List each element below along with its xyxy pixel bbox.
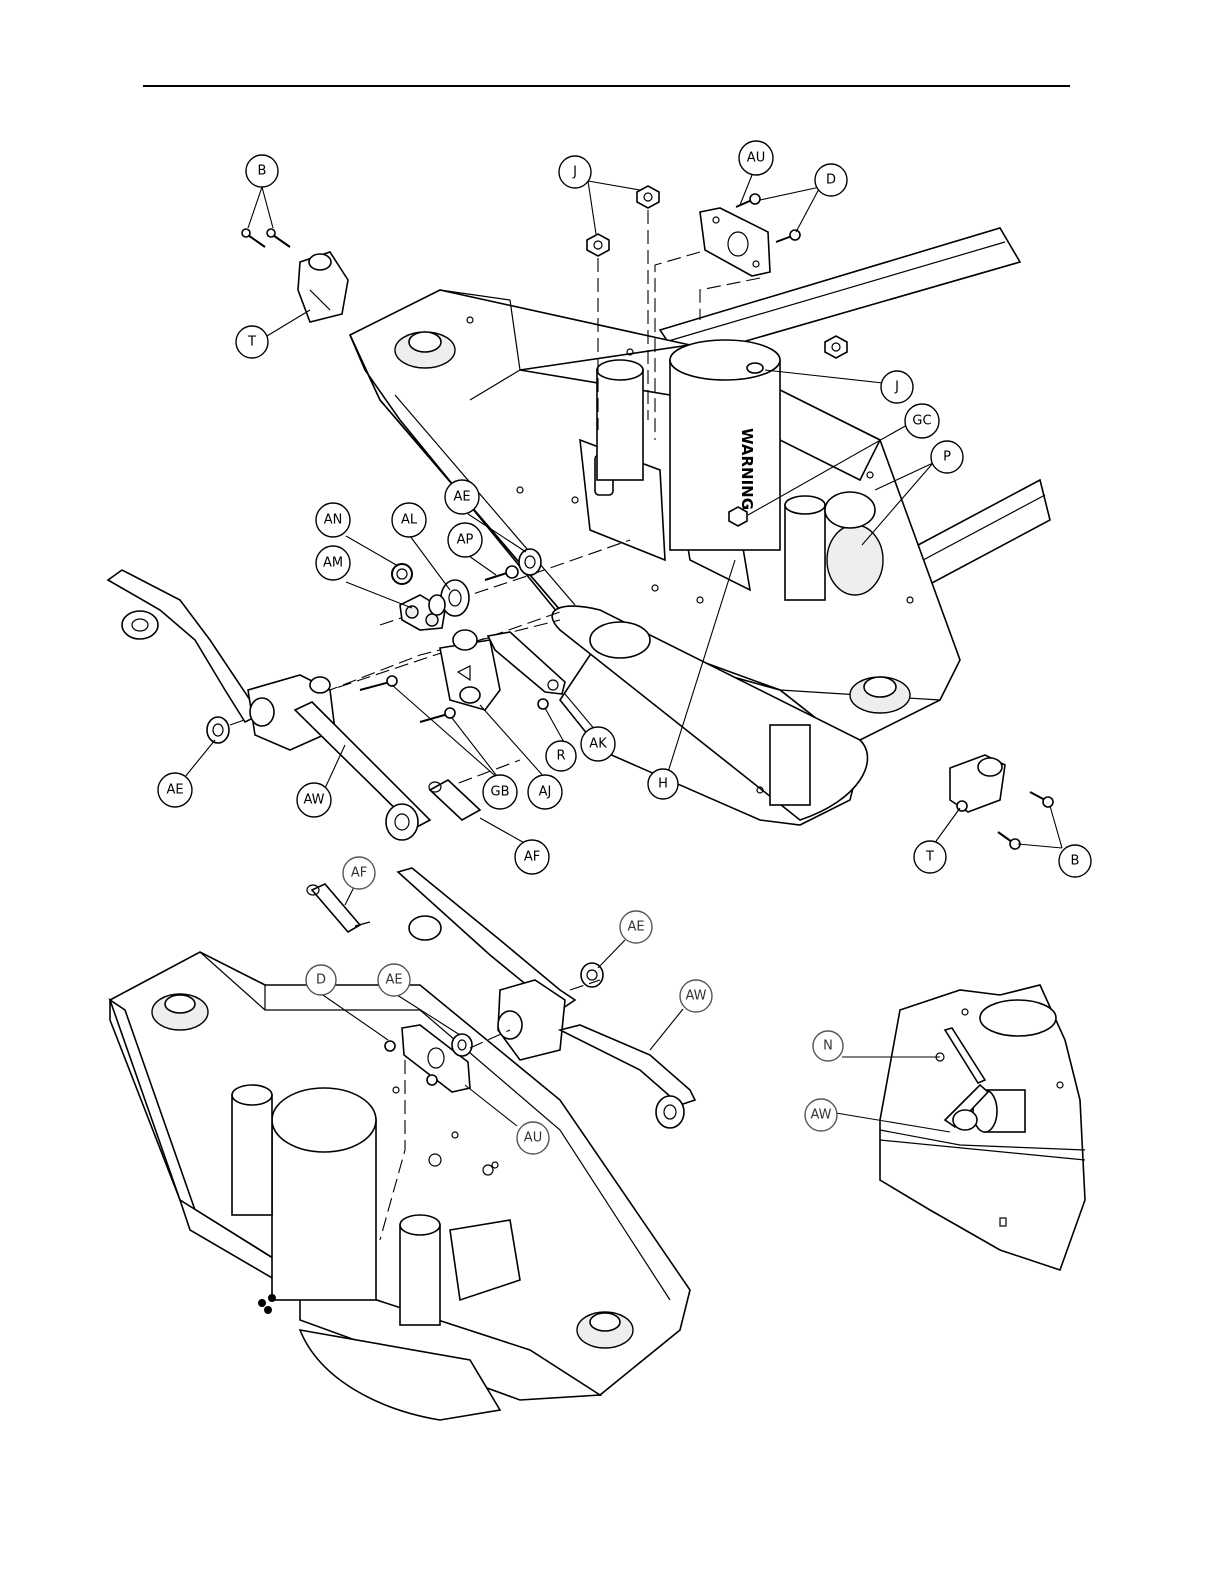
callout-gc: GC [905,404,939,438]
spring-af-top [429,780,480,820]
callout-b-bottom: B [1059,845,1091,877]
svg-text:AW: AW [303,793,324,808]
callout-aw-3: AW [805,1099,837,1131]
svg-text:AP: AP [457,533,474,548]
svg-text:AM: AM [323,556,343,571]
svg-text:J: J [572,165,577,180]
callout-ae-2: AE [158,773,192,807]
callout-au-bottom: AU [517,1122,549,1154]
svg-text:AE: AE [453,490,470,505]
callout-h: H [648,769,678,799]
svg-text:J: J [894,380,899,395]
svg-text:AJ: AJ [539,785,552,800]
svg-text:AL: AL [401,513,418,528]
callout-ak: AK [581,727,615,761]
callout-t-top: T [236,326,268,358]
warning-decal: WARNING [738,428,756,510]
callout-af-2: AF [343,857,375,889]
callout-af-1: AF [515,840,549,874]
spring-an [392,564,412,584]
detail-inset [880,985,1085,1270]
callout-ap: AP [448,523,482,557]
callout-ae-1: AE [445,480,479,514]
svg-text:GC: GC [912,414,931,429]
bracket-t-bottom [950,755,1005,812]
svg-text:AE: AE [385,973,402,988]
nut-gc [729,507,747,526]
svg-text:GB: GB [491,785,510,800]
svg-text:AE: AE [166,783,183,798]
svg-text:D: D [826,173,836,188]
callout-aw-2: AW [680,980,712,1012]
svg-text:AE: AE [627,920,644,935]
lever-aw-top [108,570,430,840]
spring-af-bottom [307,884,370,932]
svg-text:P: P [943,450,951,465]
callout-t-bottom: T [914,841,946,873]
callout-d-top: D [815,164,847,196]
svg-text:AF: AF [524,850,540,865]
svg-text:B: B [1071,854,1080,869]
bolts-b-bottom [998,792,1053,849]
callout-gb: GB [483,775,517,809]
callout-j-1: J [559,156,591,188]
svg-text:AN: AN [324,513,343,528]
svg-text:T: T [925,850,934,865]
pin-r [538,699,548,709]
svg-text:AK: AK [589,737,607,752]
bushing-ae-4 [452,1034,472,1056]
plate-au-top [700,208,770,276]
svg-text:T: T [247,335,256,350]
callout-j-2: J [881,371,913,403]
svg-text:D: D [316,973,326,988]
callout-ae-4: AE [378,964,410,996]
callout-am: AM [316,546,350,580]
callout-al: AL [392,503,426,537]
bushing-ae-2 [207,717,229,743]
bracket-t-top [298,252,348,322]
svg-text:AW: AW [810,1108,831,1123]
bushing-ae-1 [519,549,541,575]
svg-text:N: N [823,1039,833,1054]
svg-text:AU: AU [747,151,765,166]
bushing-al [429,580,469,616]
callout-b-top: B [246,155,278,187]
callout-au-top: AU [739,141,773,175]
svg-text:AU: AU [524,1131,542,1146]
callout-an: AN [316,503,350,537]
svg-text:H: H [658,777,668,792]
pin-ap [485,566,518,580]
callout-aj: AJ [528,775,562,809]
callout-aw-1: AW [297,783,331,817]
svg-text:AF: AF [351,866,367,881]
callout-d-bottom: D [306,965,336,995]
callout-n: N [813,1031,843,1061]
callout-r: R [546,741,576,771]
callout-ae-3: AE [620,911,652,943]
svg-text:R: R [556,749,565,764]
callout-p: P [931,441,963,473]
svg-text:B: B [258,164,267,179]
deck-frame-bottom [110,952,690,1420]
bolts-b-top [242,229,290,247]
svg-text:AW: AW [685,989,706,1004]
